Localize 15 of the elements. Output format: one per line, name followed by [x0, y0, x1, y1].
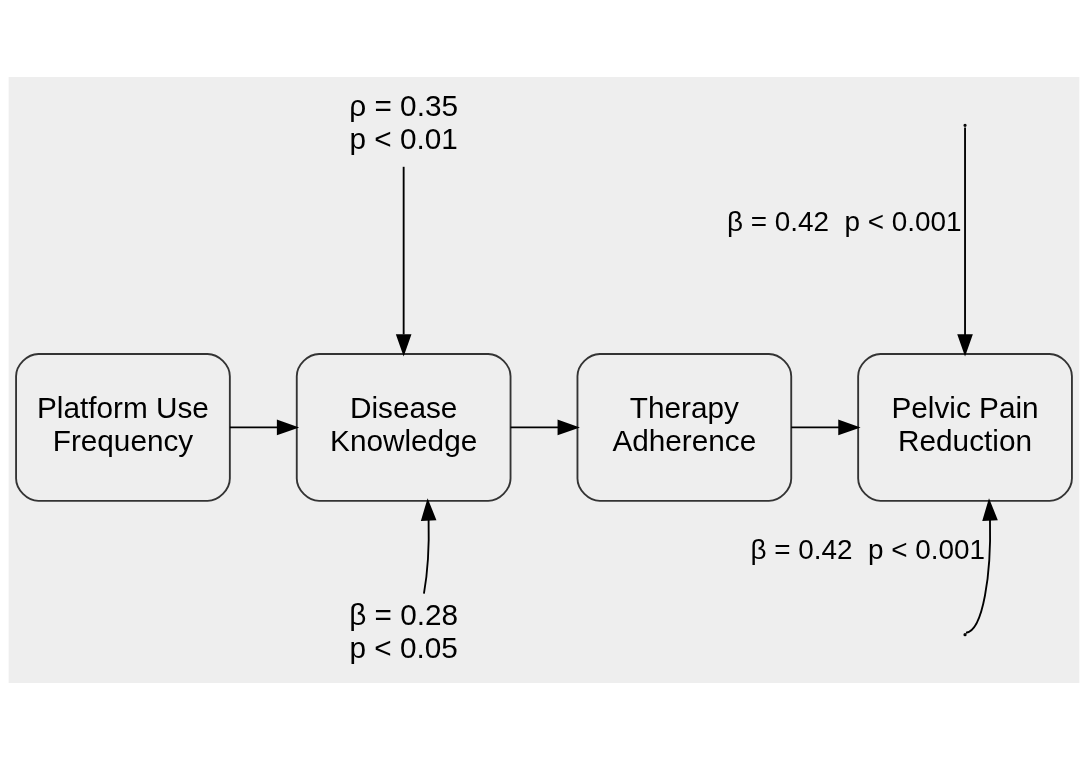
arrow — [957, 126, 973, 357]
node-text: β = 0.28 p < 0.05 — [349, 598, 459, 665]
arrow — [509, 419, 580, 436]
arrow — [420, 498, 437, 595]
node-box: Platform Use Frequency — [15, 353, 231, 502]
node-box: Disease Knowledge — [295, 353, 512, 502]
edge-label: β = 0.42 p < 0.001 — [750, 533, 986, 565]
arrow — [228, 419, 300, 436]
edge-label: β = 0.42 p < 0.001 — [726, 206, 962, 238]
arrow — [790, 419, 861, 436]
node-box: Therapy Adherence — [576, 353, 793, 502]
node-text: ρ = 0.35 p < 0.01 — [349, 88, 458, 156]
arrow — [395, 165, 412, 357]
arrow — [965, 498, 998, 634]
node-box: Pelvic Pain Reduction — [857, 353, 1073, 502]
